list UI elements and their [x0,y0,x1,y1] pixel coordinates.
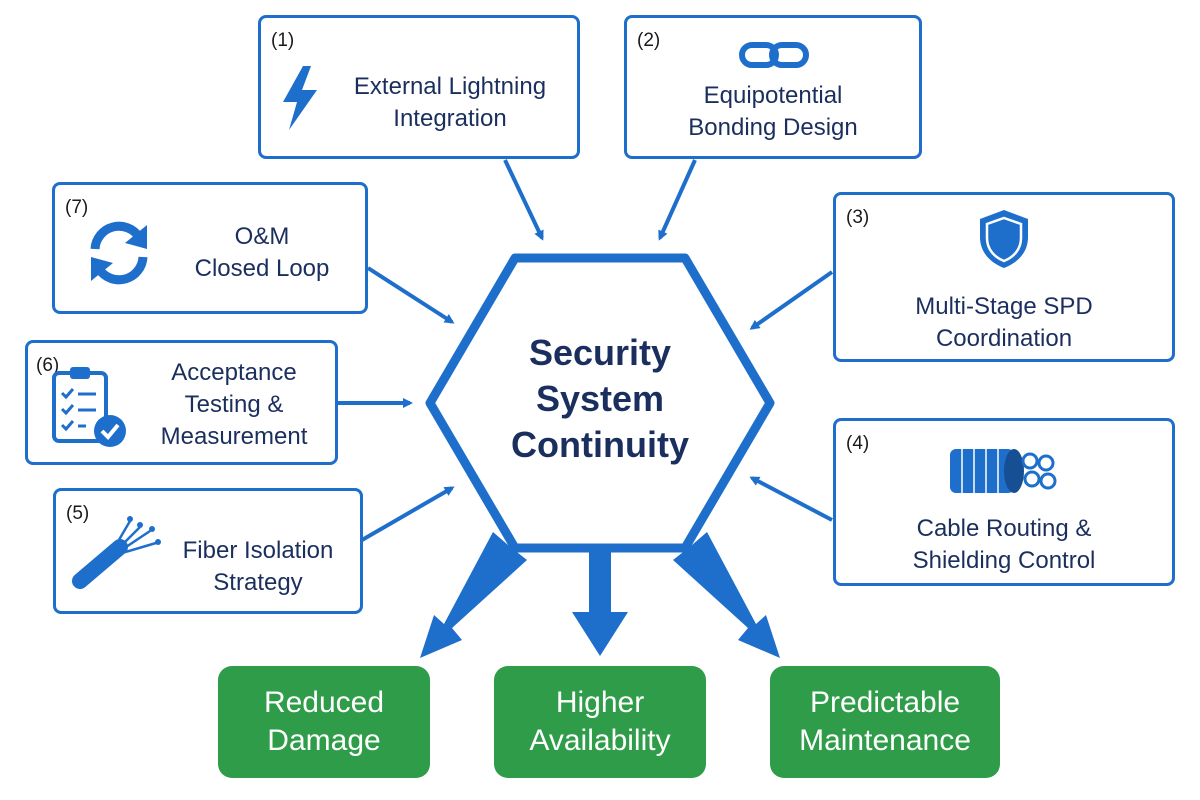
factor-label: O&M Closed Loop [194,223,330,282]
shield-icon [980,210,1028,268]
arrow-outcome-2 [572,552,628,656]
factor-label: Multi-Stage SPD Coordination [915,293,1093,352]
factor-label: External Lightning Integration [353,73,547,132]
center-hexagon [425,253,775,553]
arrow-factor-5 [360,486,455,542]
arrow-factor-3 [749,270,834,330]
factor-number: (5) [66,503,90,524]
arrow-outcome-1 [420,532,527,658]
arrow-factor-1 [503,159,544,241]
factor-box-2: (2) Equipotential Bonding Design [624,15,922,159]
arrow-outcome-3 [673,532,780,658]
factor-label: Acceptance Testing & Measurement [160,359,308,450]
factor-number: (4) [846,433,870,454]
factor-label: Fiber Isolation Strategy [182,537,334,596]
arrow-factor-4 [749,476,833,522]
factor-box-5: (5) Fiber Isolation Strategy [53,488,363,614]
center-title: Security System Continuity [511,332,689,465]
factor-number: (3) [846,207,870,228]
arrow-factor-2 [658,159,697,241]
chain-link-icon [739,42,809,68]
checklist-clipboard-icon [52,367,126,447]
factor-number: (2) [637,30,661,51]
factor-label: Equipotential Bonding Design [688,82,858,141]
shielded-cable-icon [950,449,1057,493]
outcome-reduced-damage: Reduced Damage [218,666,430,778]
lightning-bolt-icon [283,66,317,130]
cycle-arrows-icon [90,221,148,285]
factor-box-6: (6) Acceptance Testing & Measurement [25,340,338,465]
outcome-higher-availability: Higher Availability [494,666,706,778]
factor-box-3: (3) Multi-Stage SPD Coordination [833,192,1175,362]
arrow-factor-7 [366,266,455,324]
outcome-predictable-maintenance: Predictable Maintenance [770,666,1000,778]
factor-number: (7) [65,197,89,218]
factor-number: (1) [271,30,295,51]
output-arrows [420,532,780,658]
factor-number: (6) [36,355,60,376]
factor-label: Cable Routing & Shielding Control [912,515,1096,574]
factor-box-7: (7) O&M Closed Loop [52,182,368,314]
factor-box-1: (1) External Lightning Integration [258,15,580,159]
fiber-optic-cable-icon [72,516,161,589]
factor-box-4: (4) Cable Routing & Shielding Control [833,418,1175,586]
